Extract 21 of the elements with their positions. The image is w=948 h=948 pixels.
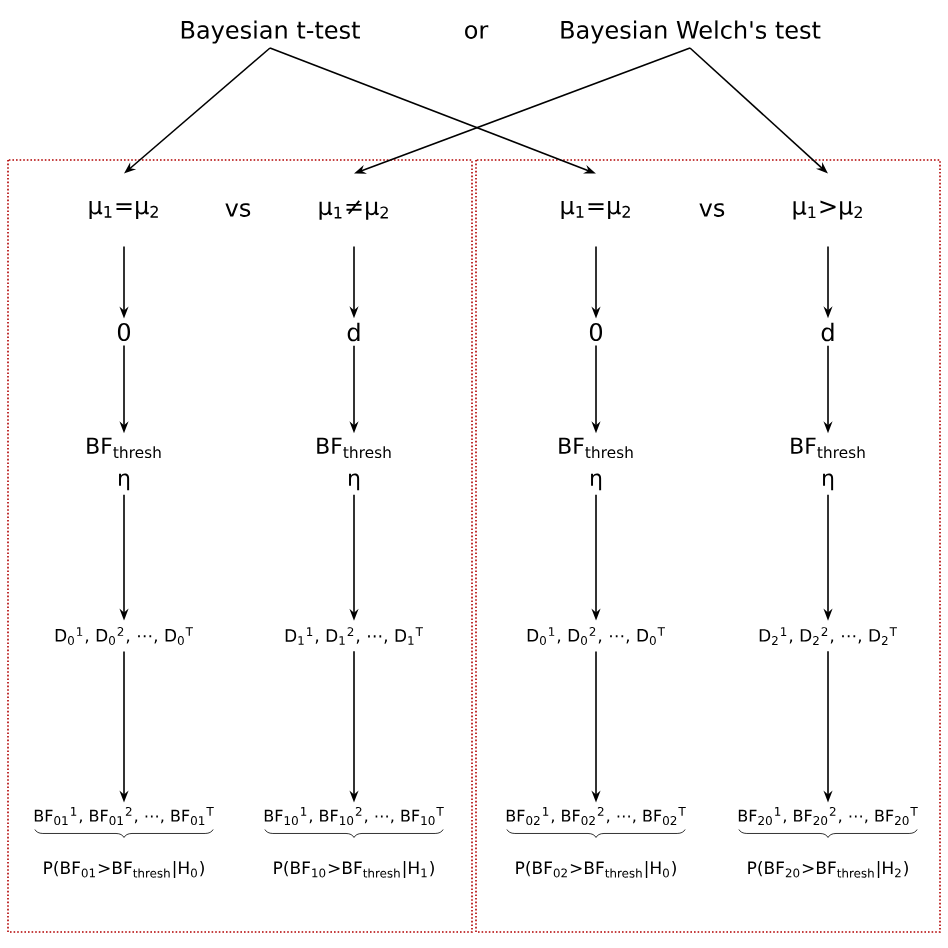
probability-label: P(BF$_{20}$>BF$_{thresh}$|H$_{2}$) <box>748 861 908 878</box>
hypothesis-label: μ$_{1}$=μ$_{2}$ <box>89 200 158 220</box>
connector-word: vs <box>225 203 251 217</box>
connector-word: vs <box>699 203 725 217</box>
test-name: Bayesian t-test <box>181 20 360 44</box>
hypothesis-label: μ$_{1}$≠μ$_{2}$ <box>319 200 388 220</box>
effect-size-label: d <box>347 322 360 342</box>
hypothesis-label: μ$_{1}$>μ$_{2}$ <box>793 200 862 220</box>
effect-size-label: 0 <box>589 322 603 342</box>
effect-size-label: d <box>821 322 834 342</box>
effect-size-label: 0 <box>117 322 131 342</box>
threshold-label: BF$_{thresh}$ η <box>87 437 161 491</box>
threshold-label: BF$_{thresh}$ η <box>791 437 865 491</box>
connector-word: or <box>465 25 489 39</box>
threshold-label: BF$_{thresh}$ η <box>559 437 633 491</box>
probability-label: P(BF$_{01}$>BF$_{thresh}$|H$_{0}$) <box>44 861 204 878</box>
hypothesis-label: μ$_{1}$=μ$_{2}$ <box>561 200 630 220</box>
threshold-label: BF$_{thresh}$ η <box>317 437 391 491</box>
probability-label: P(BF$_{10}$>BF$_{thresh}$|H$_{1}$) <box>274 861 434 878</box>
test-name: Bayesian Welch's test <box>561 20 821 44</box>
probability-label: P(BF$_{02}$>BF$_{thresh}$|H$_{0}$) <box>516 861 676 878</box>
